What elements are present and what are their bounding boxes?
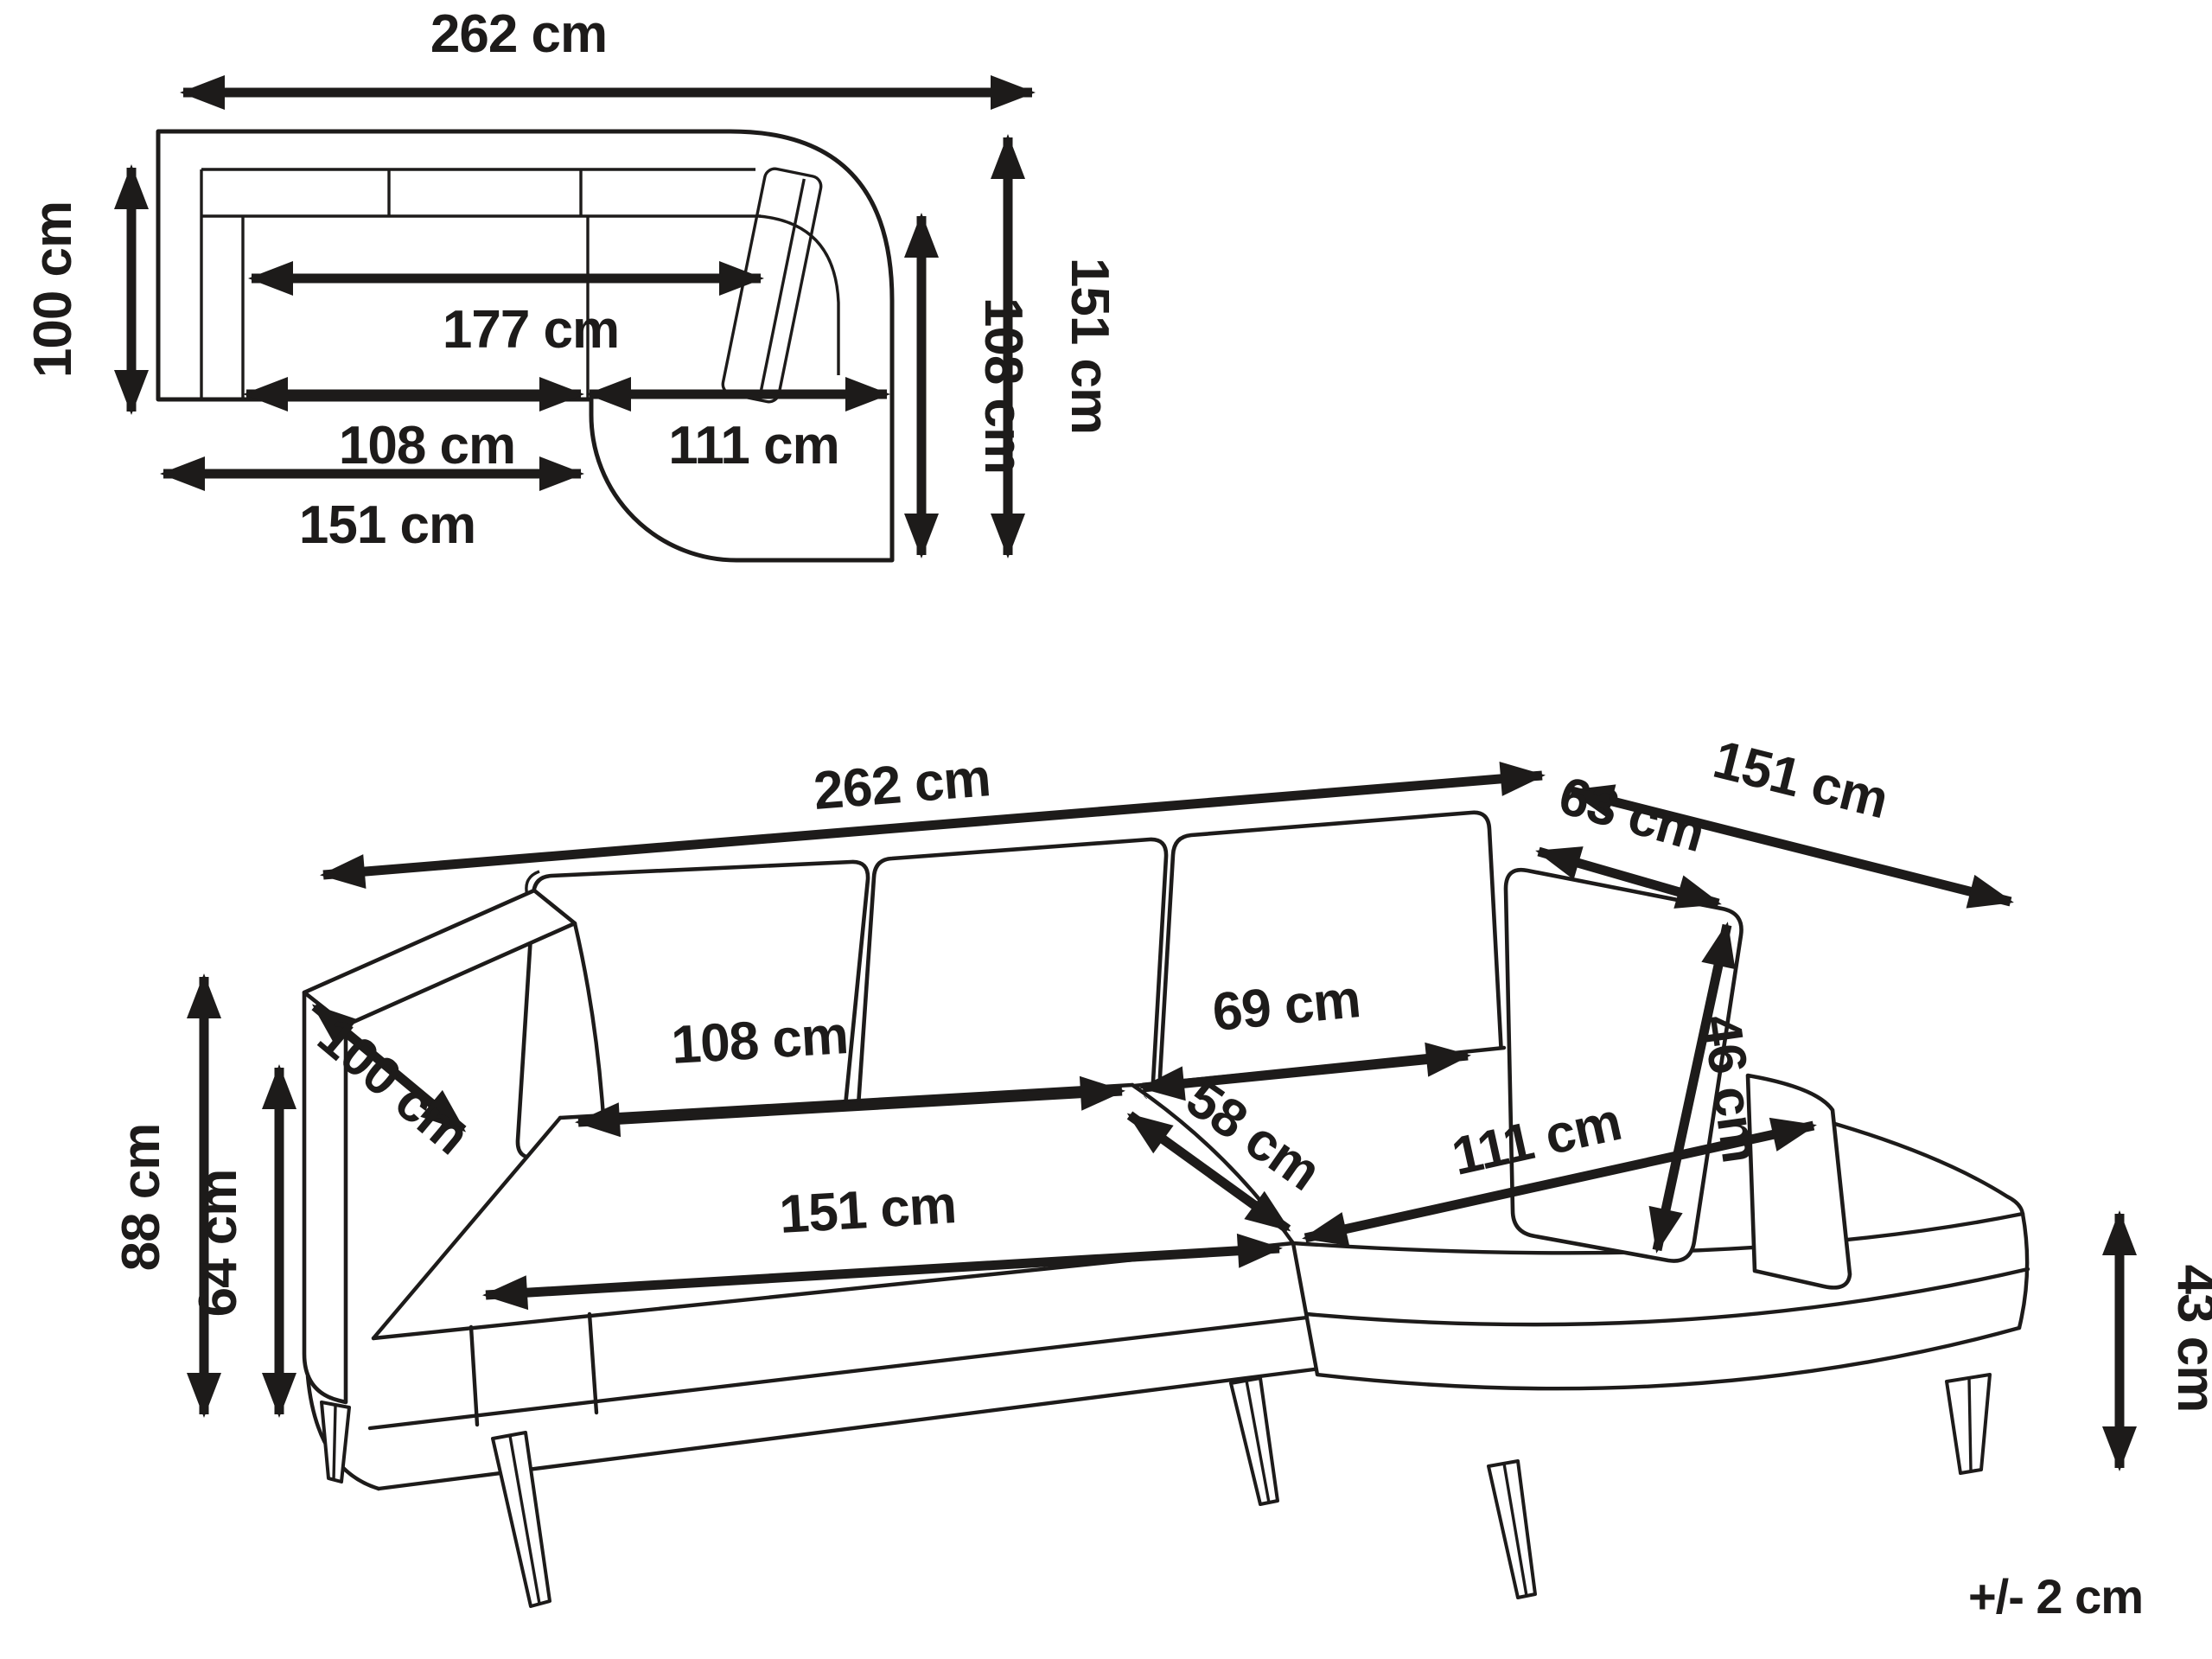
dim-label: 262 cm	[812, 748, 992, 821]
dim-label: 43 cm	[2166, 1265, 2212, 1413]
dim-persp-total-width: 262 cm	[320, 748, 1546, 890]
leg-chaise-front	[1487, 1459, 1537, 1599]
dim-persp-seat-height: 43 cm	[2102, 1210, 2212, 1471]
dim-top-chaise-width: 111 cm	[586, 377, 890, 475]
leg-junction	[1229, 1376, 1279, 1506]
dim-persp-total-height: 88 cm	[112, 973, 221, 1418]
dim-label: 262 cm	[430, 4, 607, 64]
leg-front-center	[491, 1431, 551, 1608]
dim-top-depth-left: 100 cm	[23, 164, 149, 415]
top-view-backrest-band	[200, 168, 761, 218]
dim-label: 151 cm	[1060, 258, 1119, 434]
top-view-inner-corner-line	[758, 214, 840, 375]
base-top-seam	[367, 1315, 1310, 1431]
dim-persp-seat-front-width: 151 cm	[482, 1175, 1283, 1311]
dim-label: 151 cm	[778, 1175, 958, 1245]
dim-top-total-width: 262 cm	[180, 4, 1036, 110]
dim-label: 111 cm	[668, 416, 838, 475]
dim-label: 108 cm	[339, 416, 515, 475]
base-bottom-edge	[376, 1367, 1316, 1491]
chaise-right-top-edge	[1808, 1114, 2025, 1216]
dim-persp-armrest-height: 64 cm	[188, 1064, 296, 1418]
dim-label: 151 cm	[299, 495, 475, 555]
perspective-view: 262 cm 151 cm 63 cm 46 cm 100 cm 88 cm 6…	[112, 730, 2212, 1608]
top-view: 262 cm 100 cm 177 cm 108 cm 111 cm 151 c…	[23, 4, 1119, 563]
dim-label: 69 cm	[1210, 969, 1363, 1043]
legs	[320, 1373, 1992, 1608]
top-view-seat-lines	[200, 216, 590, 399]
leg-chaise-right	[1945, 1373, 1992, 1475]
dim-label: 100 cm	[23, 201, 83, 378]
front-face-seam-2	[587, 1311, 599, 1415]
dim-top-chaise-inner-depth: 108 cm	[904, 213, 1033, 558]
arm-seat-crease	[371, 1115, 563, 1341]
dim-label: 64 cm	[188, 1170, 248, 1318]
dim-label: 177 cm	[443, 300, 619, 360]
front-face-seam-1	[469, 1324, 480, 1427]
dim-label: 63 cm	[1552, 766, 1711, 864]
dim-top-left-section-width: 151 cm	[160, 456, 584, 555]
junction-front-edge	[1291, 1241, 1320, 1377]
dim-top-seat-width-total: 177 cm	[248, 261, 764, 360]
dim-label: 108 cm	[670, 1005, 850, 1075]
dim-persp-seat-width-right: 69 cm	[1139, 969, 1471, 1101]
dim-label: 151 cm	[1708, 730, 1894, 830]
chaise-front-mid-seam	[1304, 1267, 2030, 1327]
back-cushion-middle	[856, 837, 1169, 1126]
tolerance-note: +/- 2 cm	[1968, 1569, 2143, 1624]
chaise-front-bottom-edge	[1315, 1325, 2022, 1391]
dim-top-chaise-total-depth: 151 cm	[991, 134, 1119, 558]
dim-persp-seat-width-left: 108 cm	[575, 1005, 1125, 1138]
dim-label: 88 cm	[112, 1124, 171, 1272]
chaise-right-corner-edge	[2017, 1211, 2030, 1330]
dim-top-seat-width-left: 108 cm	[243, 377, 584, 475]
top-view-sofa-outline	[156, 129, 895, 563]
